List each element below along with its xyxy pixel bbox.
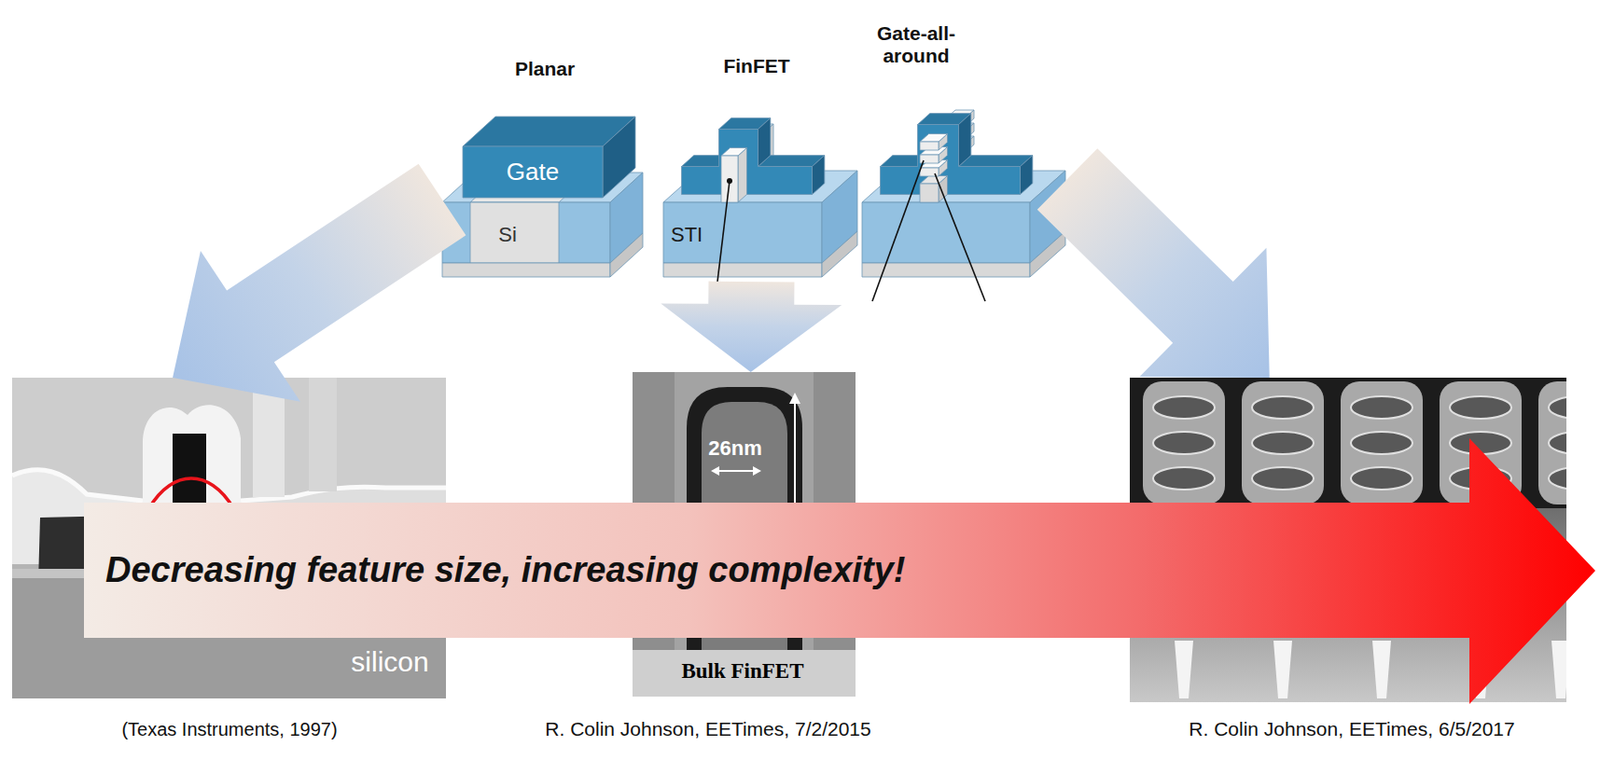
- dimension-label: 26nm: [708, 436, 762, 460]
- gaa-transistor-part: [880, 125, 1021, 195]
- device-heading: FinFET: [723, 55, 790, 78]
- gaa-sem-photo-part: [1273, 640, 1293, 699]
- flow-arrow: [660, 281, 842, 373]
- finfet-transistor: [663, 118, 858, 306]
- gaa-transistor-part: [919, 183, 939, 203]
- finfet-transistor-part: [663, 202, 822, 264]
- finfet-transistor-part: [737, 148, 748, 204]
- planar-device: PlanarGateSi: [442, 95, 648, 282]
- gaa-sem-photo-part: [1548, 431, 1567, 455]
- planar-transistor-part: [470, 202, 559, 264]
- finfet-sem-photo-part: [752, 466, 762, 476]
- gaa-transistor: [862, 110, 1066, 302]
- gaa-sem-photo-part: [1252, 396, 1314, 419]
- finfet-sem-photo-part: [789, 392, 801, 404]
- planar-sem-photo-part: [308, 377, 337, 492]
- finfet-transistor-part: [821, 231, 858, 278]
- trend-arrow-shape: [83, 438, 1596, 705]
- gaa-sem-photo-part: [1538, 381, 1567, 505]
- gaa-sem-photo-part: [1340, 381, 1423, 505]
- gaa-transistor-part: [1029, 231, 1066, 278]
- planar-transistor-part: [442, 263, 611, 278]
- gaa-transistor-part: [919, 141, 939, 151]
- gaa-transistor-part: [862, 263, 1030, 278]
- gaa-transistor-part: [919, 134, 948, 143]
- device-heading: Gate-all- around: [863, 22, 969, 68]
- gaa-sem-photo-part: [1142, 381, 1225, 505]
- finfet-sem-photo-part: [710, 466, 720, 476]
- finfet-sem-photo-part: [716, 470, 756, 473]
- gaa-sem-photo-part: [1174, 640, 1194, 699]
- planar-transistor-part: [462, 146, 603, 198]
- gaa-transistor-part: [959, 113, 972, 167]
- gaa-sem-photo-part: [1372, 640, 1392, 699]
- trend-arrow: Decreasing feature size, increasing comp…: [83, 438, 1598, 705]
- gaa-sem-photo-part: [1548, 396, 1567, 419]
- gaa-sem-photo-part: [1548, 467, 1567, 490]
- gaa-transistor-part: [872, 160, 924, 302]
- finfet-sem-photo-part: [793, 402, 796, 503]
- gaa-transistor-part: [862, 202, 1030, 264]
- gaa-sem-photo-part: [1350, 431, 1413, 455]
- planar-sem-photo-part: [12, 470, 143, 501]
- flow-arrow: [1037, 148, 1270, 378]
- device-heading: Planar: [514, 57, 575, 81]
- finfet-transistor-part: [726, 178, 733, 184]
- finfet-sem-photo-part: [632, 650, 856, 697]
- photo-credit: R. Colin Johnson, EETimes, 7/2/2015: [544, 718, 871, 741]
- finfet-transistor-part: [721, 155, 738, 203]
- gaa-sem-photo-part: [1252, 431, 1314, 455]
- gaa-sem-photo-part: [1350, 467, 1413, 490]
- planar-transistor-part: [610, 233, 643, 278]
- material-label: silicon: [350, 646, 429, 680]
- planar-transistor-part: [602, 116, 636, 198]
- gaa-sem-photo-part: [1241, 381, 1324, 505]
- photo-label: Bulk FinFET: [681, 659, 804, 684]
- gaa-sem-photo-part: [1350, 396, 1413, 419]
- finfet-device: FinFETSTI: [663, 95, 860, 282]
- photo-credit: (Texas Instruments, 1997): [121, 719, 337, 741]
- photo-credit: R. Colin Johnson, EETimes, 6/5/2017: [1188, 718, 1515, 741]
- si-label: Si: [498, 222, 517, 247]
- gaa-device: Gate-all- around: [862, 95, 1068, 282]
- planar-transistor-part: [442, 202, 611, 264]
- gaa-transistor-part: [934, 173, 986, 302]
- gaa-transistor-part: [919, 176, 948, 185]
- gate-label: Gate: [506, 158, 559, 187]
- gaa-sem-photo-part: [1153, 396, 1215, 419]
- trend-text: Decreasing feature size, increasing comp…: [105, 550, 905, 592]
- planar-transistor: [442, 116, 643, 278]
- gaa-sem-photo-part: [1153, 431, 1215, 455]
- gaa-transistor-part: [1020, 155, 1033, 195]
- finfet-transistor-part: [663, 263, 822, 278]
- finfet-transistor-part: [758, 118, 771, 167]
- gaa-sem-photo-part: [1449, 396, 1512, 419]
- gaa-sem-photo-part: [1252, 467, 1314, 490]
- finfet-transistor-part: [812, 155, 825, 195]
- gaa-sem-photo-part: [1153, 467, 1215, 490]
- gaa-sem-photo-part: [1551, 640, 1567, 699]
- finfet-transistor-part: [721, 148, 748, 157]
- flow-arrow: [172, 164, 466, 403]
- sti-label: STI: [670, 222, 703, 247]
